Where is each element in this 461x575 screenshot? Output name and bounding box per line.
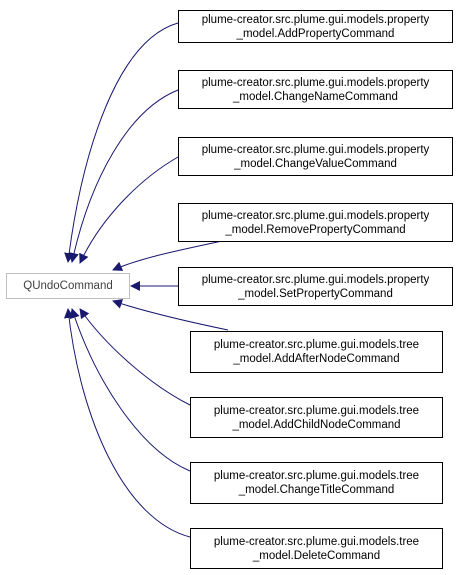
class-box-change-value-command[interactable]: plume-creator.src.plume.gui.models.prope… <box>178 137 453 176</box>
class-name-line-1: plume-creator.src.plume.gui.models.prope… <box>201 13 430 26</box>
class-name-line-1: plume-creator.src.plume.gui.models.prope… <box>201 209 430 222</box>
edge-remove-property-command <box>112 240 223 271</box>
class-name-line-2: _model.ChangeNameCommand <box>233 90 398 103</box>
edge-change-value-command <box>79 156 179 264</box>
class-box-add-property-command[interactable]: plume-creator.src.plume.gui.models.prope… <box>178 10 453 43</box>
class-box-delete-command[interactable]: plume-creator.src.plume.gui.models.tree … <box>190 528 443 569</box>
class-name-line-2: _model.ChangeTitleCommand <box>238 484 395 496</box>
class-name-line-2: _model.SetPropertyCommand <box>238 287 393 300</box>
class-box-add-child-node-command[interactable]: plume-creator.src.plume.gui.models.tree … <box>190 397 443 438</box>
edge-change-title-command <box>70 308 191 472</box>
class-name-line-1: plume-creator.src.plume.gui.models.prope… <box>201 273 430 286</box>
class-name-line-1: plume-creator.src.plume.gui.models.tree <box>213 470 420 482</box>
edge-change-name-command <box>69 89 179 263</box>
class-box-change-title-command[interactable]: plume-creator.src.plume.gui.models.tree … <box>190 462 443 504</box>
class-box-add-after-node-command[interactable]: plume-creator.src.plume.gui.models.tree … <box>190 331 443 373</box>
class-box-remove-property-command[interactable]: plume-creator.src.plume.gui.models.prope… <box>178 203 453 242</box>
class-name-line-2: _model.AddPropertyCommand <box>236 27 395 40</box>
class-name-line-2: _model.DeleteCommand <box>252 549 381 562</box>
class-name: QUndoCommand <box>23 280 113 292</box>
edge-add-property-command <box>64 22 179 263</box>
edge-add-child-node-command <box>79 308 191 406</box>
class-name-line-1: plume-creator.src.plume.gui.models.tree <box>213 339 420 351</box>
class-name-line-1: plume-creator.src.plume.gui.models.prope… <box>201 76 430 89</box>
edge-add-after-node-command <box>112 299 229 331</box>
class-name-line-1: plume-creator.src.plume.gui.models.tree <box>213 404 420 417</box>
class-name-line-1: plume-creator.src.plume.gui.models.tree <box>213 535 420 548</box>
class-box-qundocommand[interactable]: QUndoCommand <box>6 273 130 299</box>
class-box-change-name-command[interactable]: plume-creator.src.plume.gui.models.prope… <box>178 70 453 109</box>
class-name-line-2: _model.RemovePropertyCommand <box>225 223 406 236</box>
edge-delete-command <box>63 308 191 538</box>
class-name-line-2: _model.AddChildNodeCommand <box>232 418 401 431</box>
class-box-set-property-command[interactable]: plume-creator.src.plume.gui.models.prope… <box>178 267 453 306</box>
class-name-line-2: _model.ChangeValueCommand <box>234 157 397 170</box>
class-name-line-1: plume-creator.src.plume.gui.models.prope… <box>201 143 430 156</box>
class-name-line-2: _model.AddAfterNodeCommand <box>233 353 400 365</box>
